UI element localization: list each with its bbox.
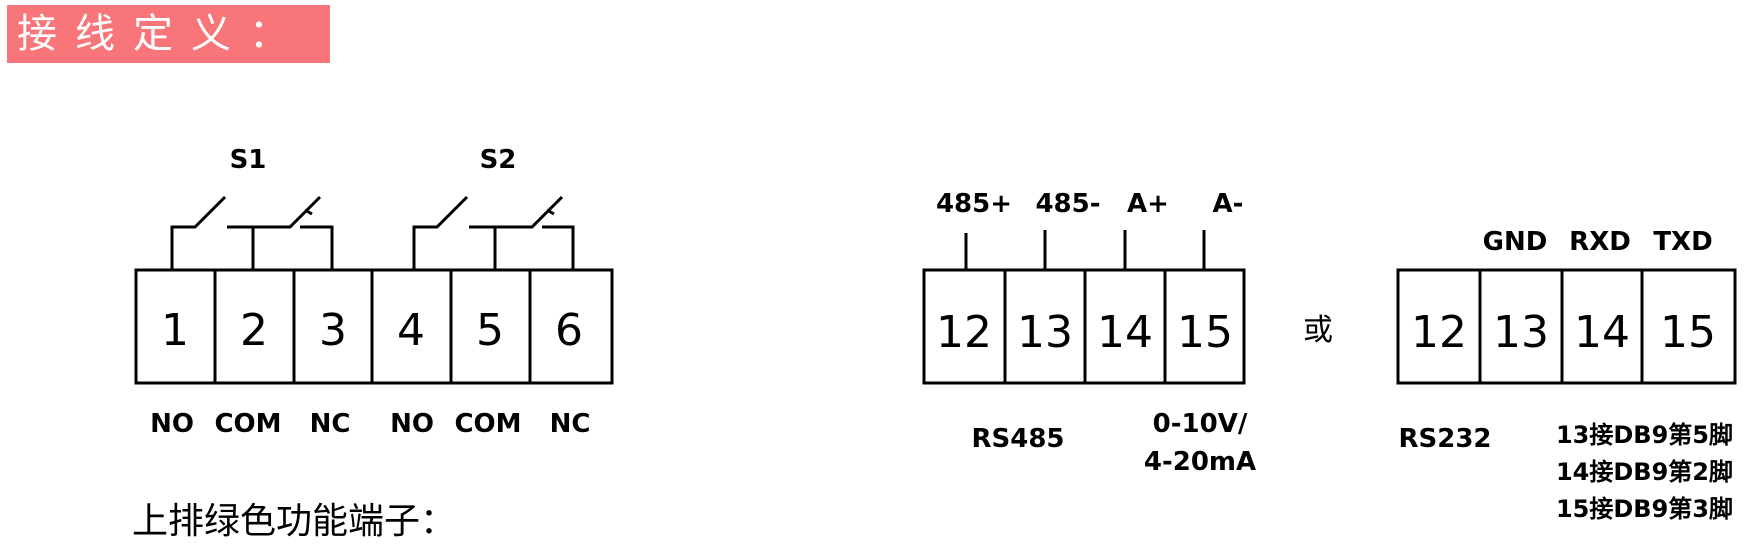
rs232-pin-note: 13接DB9第5脚 [1556,421,1733,449]
relay-terminal-block [134,268,614,385]
relay-terminal-number: 1 [161,305,189,356]
or-label: 或 [1303,313,1333,348]
rs485-signal-label: A+ [1127,189,1169,219]
rs232-bus-label: RS232 [1398,424,1491,454]
rs232-terminal-number: 12 [1411,307,1467,358]
rs232-signal-label: GND [1483,227,1548,257]
footer-caption: 上排绿色功能端子： [132,501,457,542]
rs485-signal-label: 485- [1035,189,1100,219]
relay-terminal-number: 2 [240,305,268,356]
relay-terminal-number: 5 [476,305,504,356]
relay-terminal-number: 6 [555,305,583,356]
rs232-terminal-number: 13 [1493,307,1549,358]
rs232-terminal-number: 14 [1574,307,1630,358]
rs485-terminal-number: 15 [1177,307,1233,358]
relay-terminal-number: 3 [319,305,347,356]
relay-contact-label: COM [454,409,521,439]
relay-terminal-number: 4 [397,305,425,356]
rs232-pin-note: 14接DB9第2脚 [1556,458,1733,486]
rs485-terminal-number: 14 [1097,307,1153,358]
rs232-signal-label: TXD [1653,227,1712,257]
rs232-pin-note: 15接DB9第3脚 [1556,495,1733,523]
analog-output-label-line1: 0-10V/ [1153,409,1248,439]
relay-contact-label: NC [310,409,351,439]
relay-contact-label: NO [390,409,434,439]
rs485-terminal-number: 13 [1017,307,1073,358]
rs485-signal-label: 485+ [936,189,1012,219]
analog-output-label-line2: 4-20mA [1144,447,1256,477]
rs232-terminal-block [1396,268,1737,385]
relay-contact-label: NC [550,409,591,439]
relay-label-s2: S2 [480,145,517,175]
rs485-signal-label: A- [1213,189,1244,219]
rs485-bus-label: RS485 [971,424,1064,454]
relay-contact-label: NO [150,409,194,439]
rs485-terminal-number: 12 [936,307,992,358]
rs232-signal-label: RXD [1569,227,1631,257]
relay-label-s1: S1 [230,145,267,175]
relay-s2-switch-symbol [412,195,575,270]
relay-contact-label: COM [214,409,281,439]
rs232-terminal-number: 15 [1660,307,1716,358]
section-title: 接线定义： [7,5,330,63]
relay-s1-switch-symbol [170,195,334,270]
